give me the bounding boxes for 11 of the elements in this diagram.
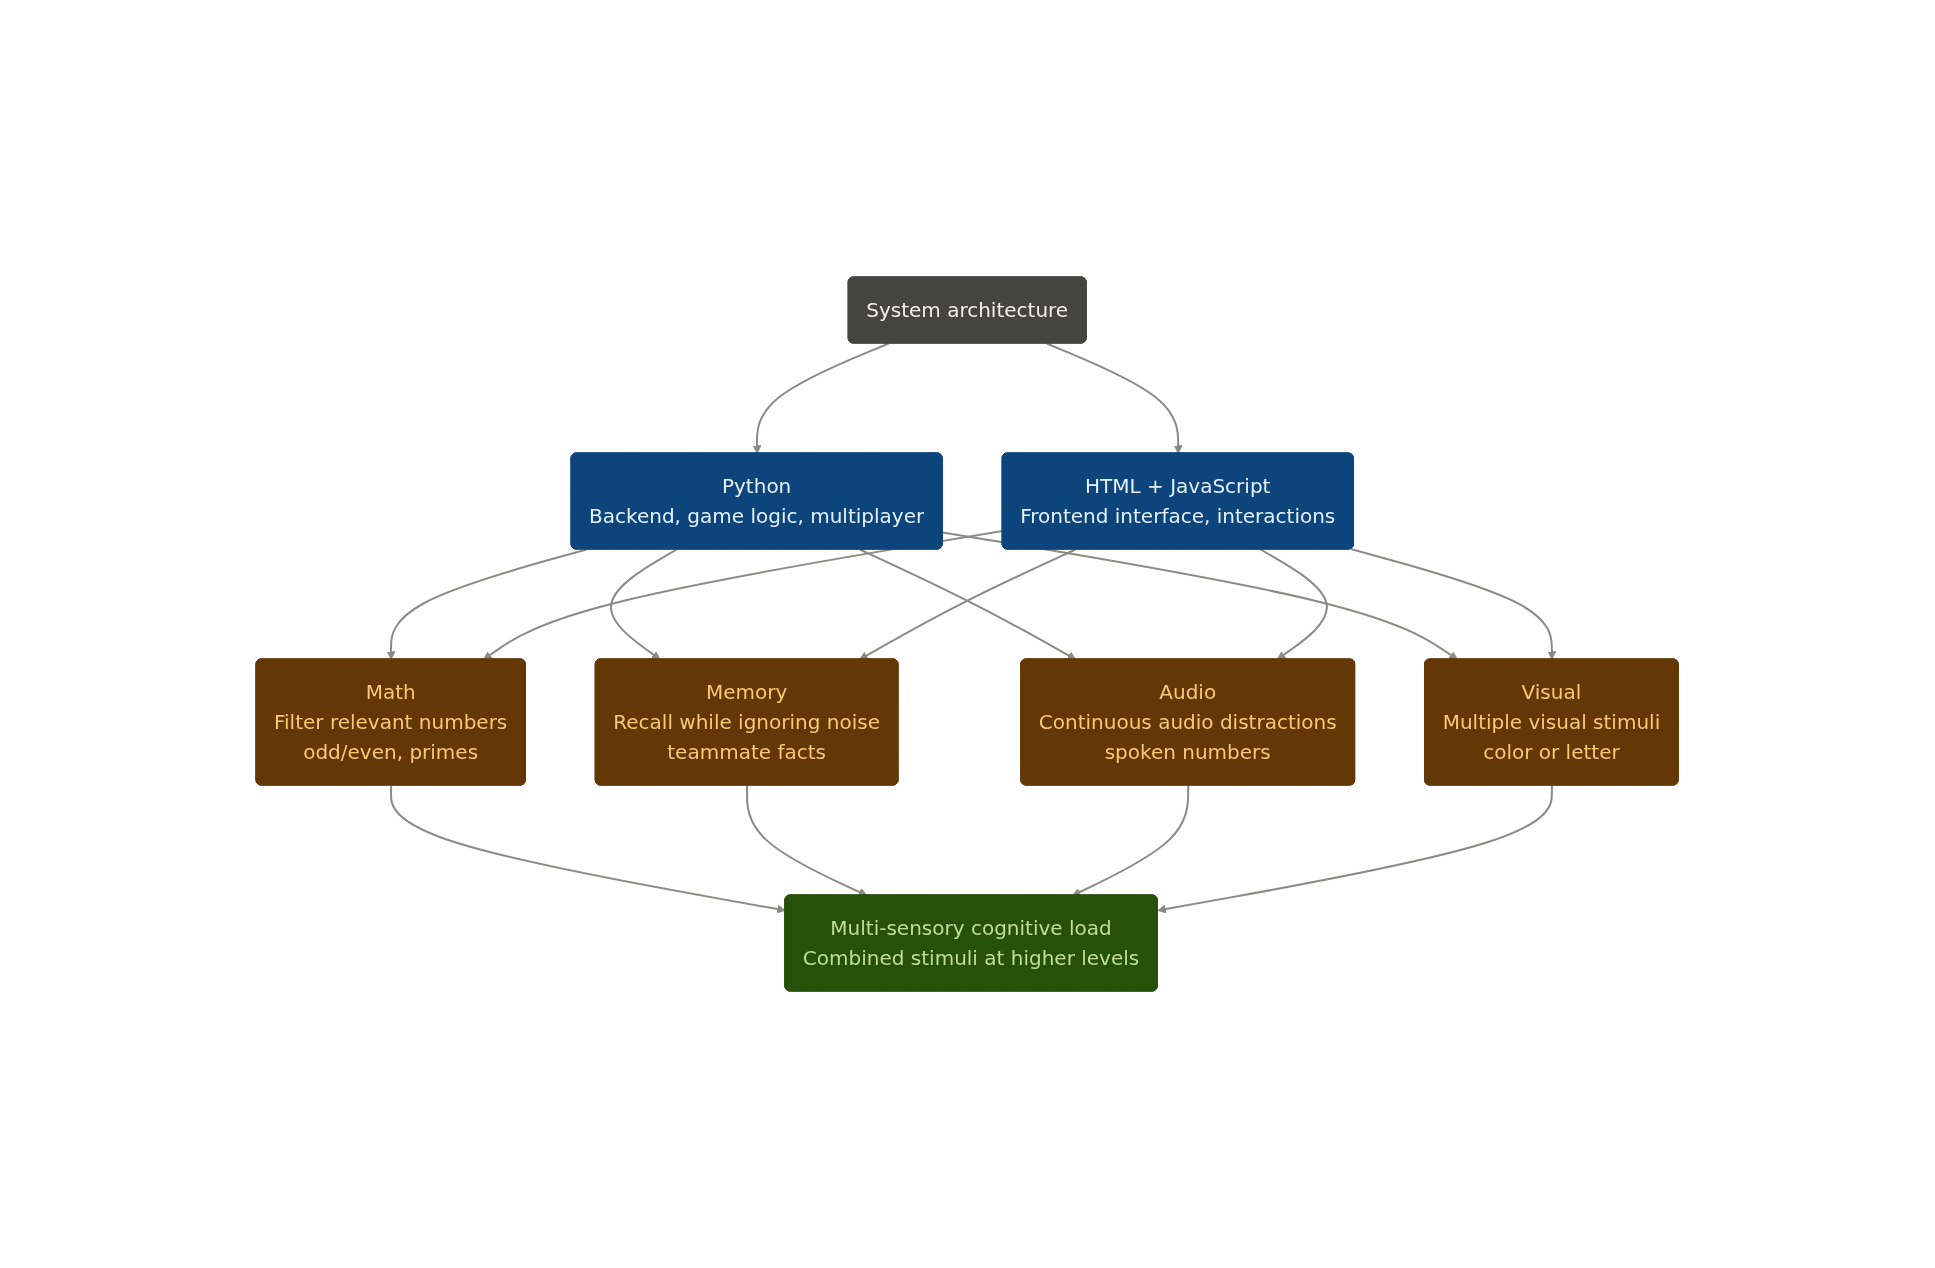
arrow — [753, 342, 891, 454]
arrow — [1072, 784, 1190, 897]
arrow — [746, 784, 868, 897]
arrow — [1046, 342, 1183, 454]
arrow — [387, 548, 588, 660]
arrow — [1350, 548, 1557, 660]
arrow — [1157, 784, 1554, 914]
arrow — [1260, 548, 1329, 660]
arrow — [859, 548, 1077, 660]
arrow — [942, 531, 1459, 660]
arrow — [610, 548, 678, 660]
